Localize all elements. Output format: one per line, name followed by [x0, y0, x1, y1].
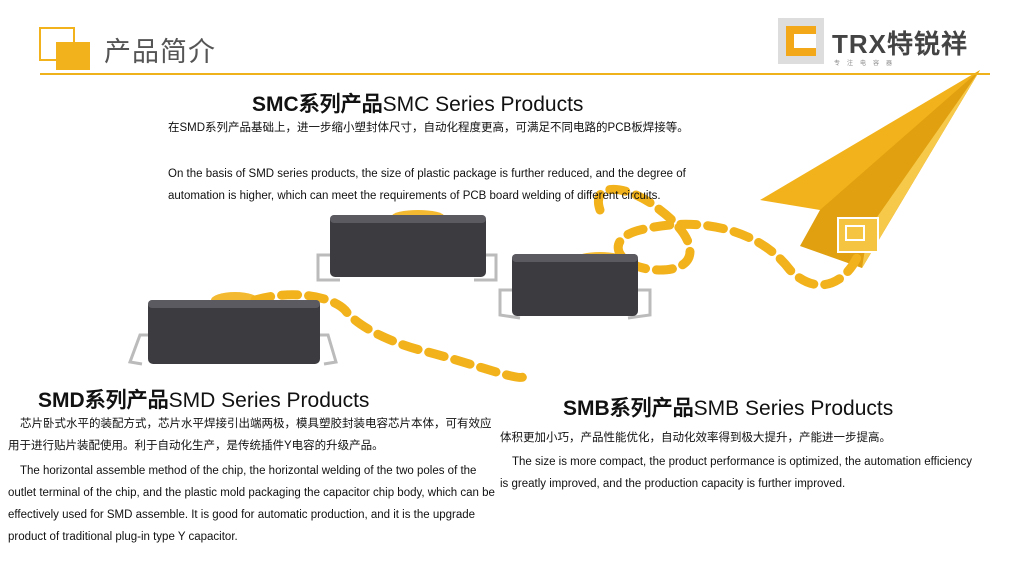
brand-tagline: 专注电容器: [834, 61, 900, 67]
smc-description-en: On the basis of SMD series products, the…: [168, 168, 686, 202]
smb-title-en: SMB Series Products: [693, 397, 894, 420]
smb-description-en: The size is more compact, the product pe…: [500, 456, 973, 490]
smd-title-cn: SMD系列产品: [38, 389, 169, 412]
smd-heading: SMD系列产品SMD Series Products: [38, 384, 369, 414]
paper-plane-graphic: [760, 70, 980, 268]
page-title: 产品简介: [104, 37, 216, 67]
smb-description-cn: 体积更加小巧，产品性能优化，自动化效率得到极大提升，产能进一步提高。: [500, 432, 891, 444]
smc-description-cn: 在SMD系列产品基础上，进一步缩小塑封体尺寸，自动化程度更高，可满足不同电路的P…: [168, 122, 689, 134]
smd-description-cn: 芯片卧式水平的装配方式，芯片水平焊接引出端两极，模具塑胶封装电容芯片本体，可有效…: [8, 418, 492, 452]
smd-chip-image: [127, 300, 338, 366]
smc-heading: SMC系列产品SMC Series Products: [252, 88, 583, 118]
brand-mark-icon: [778, 18, 824, 64]
brand-name: TRX特锐祥: [832, 29, 969, 59]
smb-chip-image: [498, 254, 652, 320]
title-square-icon: [39, 27, 90, 70]
header-divider: [40, 73, 990, 75]
smb-heading: SMB系列产品SMB Series Products: [563, 392, 893, 422]
smc-title-en: SMC Series Products: [382, 93, 584, 116]
smd-description-en: The horizontal assemble method of the ch…: [8, 465, 495, 543]
dashed-path: [250, 184, 865, 382]
smb-title-cn: SMB系列产品: [563, 397, 694, 420]
brand-logo: TRX特锐祥 专注电容器: [778, 18, 988, 70]
smd-title-en: SMD Series Products: [168, 389, 370, 412]
smc-chip-image: [316, 215, 498, 282]
smc-title-cn: SMC系列产品: [252, 93, 383, 116]
